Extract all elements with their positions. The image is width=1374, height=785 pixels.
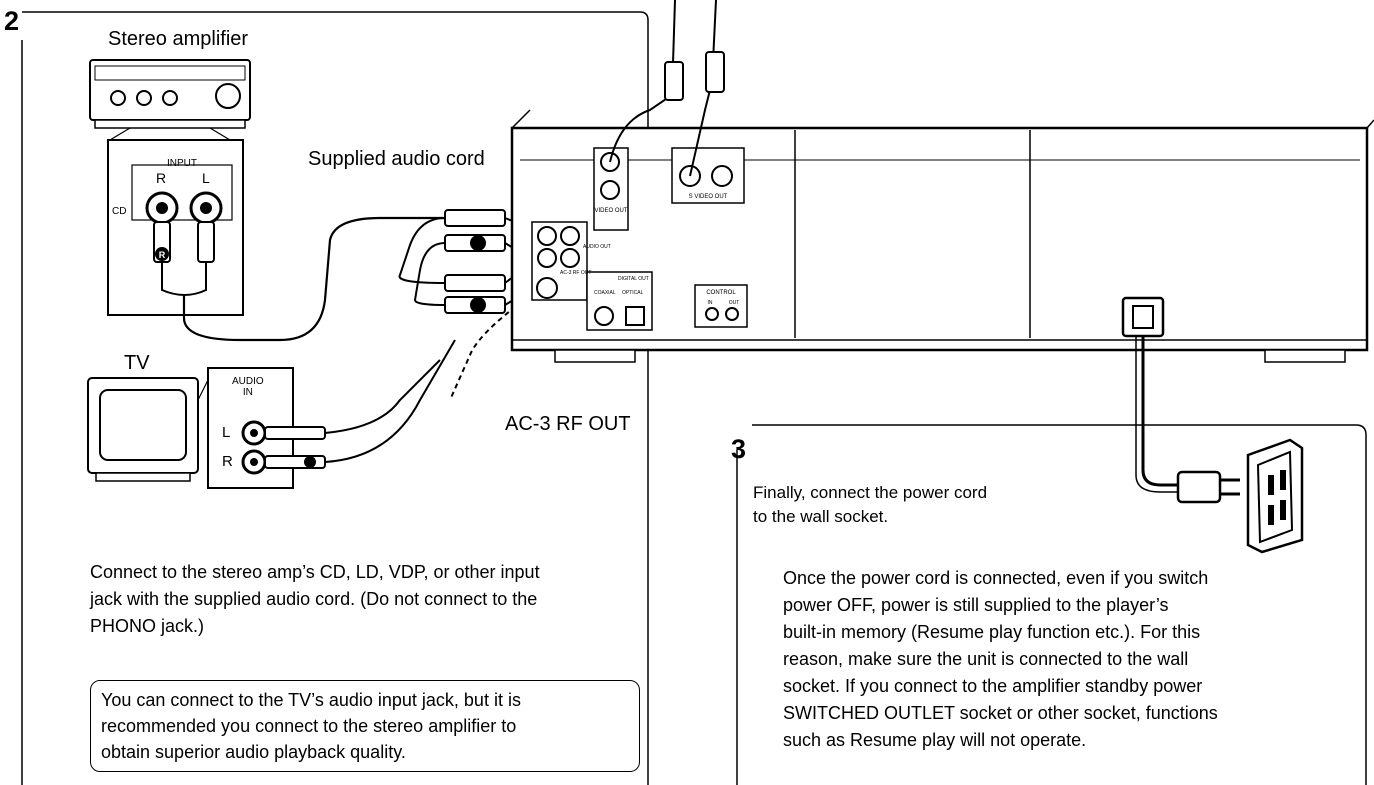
tv-label: TV	[124, 352, 150, 374]
control-out-label: OUT	[729, 300, 740, 306]
tv-set	[87, 377, 209, 482]
audio-cord-label: Supplied audio cord	[308, 148, 485, 170]
rf-out-panel-label: AC-3 RF OUT	[560, 270, 591, 276]
wall-socket	[1246, 438, 1304, 554]
amp-input-label: INPUT	[167, 158, 197, 169]
player-back-panel	[510, 109, 1374, 363]
amplifier-input-panel: R	[107, 139, 280, 342]
power-cord	[1135, 336, 1240, 504]
stereo-amplifier-label: Stereo amplifier	[108, 28, 249, 50]
control-in-label: IN	[708, 300, 713, 306]
section-2-frame	[22, 11, 649, 785]
tv-input-panel	[207, 339, 456, 489]
section-2-instruction: Connect to the stereo amp’s CD, LD, VDP,…	[90, 562, 540, 636]
s-video-out-label: S VIDEO OUT	[689, 194, 728, 200]
stereo-amplifier	[89, 59, 251, 141]
tv-audio-in-label: AUDIO IN	[232, 376, 264, 398]
video-out-label: VIDEO OUT	[594, 208, 627, 214]
video-cables	[609, 0, 717, 177]
section-3-frame	[736, 424, 1367, 785]
amp-input-r-label: R	[156, 170, 167, 186]
audio-out-label: AUDIO OUT	[583, 244, 611, 250]
section-2-number: 2	[4, 6, 20, 36]
optical-label: OPTICAL	[622, 290, 644, 296]
tv-input-l-label: L	[222, 424, 231, 441]
section-3-detail: Once the power cord is connected, even i…	[783, 568, 1218, 750]
tv-connection-note: You can connect to the TV’s audio input …	[90, 680, 640, 772]
amp-input-cd-label: CD	[112, 206, 127, 217]
audio-cord-amp	[279, 216, 460, 342]
audio-plugs	[398, 209, 531, 314]
amp-input-l-label: L	[202, 170, 210, 186]
coaxial-label: COAXIAL	[594, 290, 616, 296]
section-3-step: Finally, connect the power cord to the w…	[753, 483, 988, 526]
svg-text:R: R	[159, 250, 166, 260]
control-label: CONTROL	[706, 290, 736, 296]
tv-input-r-label: R	[222, 453, 233, 470]
section-3-number: 3	[731, 434, 747, 464]
digital-out-label: DIGITAL OUT	[618, 276, 649, 282]
rf-out-label: AC-3 RF OUT	[505, 413, 631, 435]
